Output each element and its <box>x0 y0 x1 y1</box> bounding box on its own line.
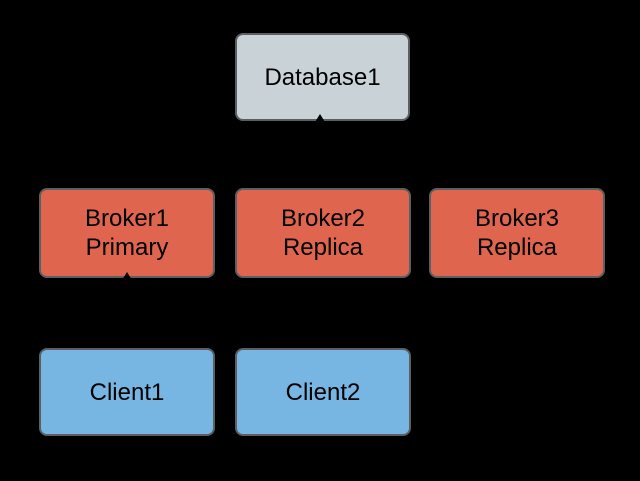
node-database1: Database1 <box>235 33 410 121</box>
node-broker3-label-line2: Replica <box>476 234 558 261</box>
node-broker1-label-line1: Broker1 <box>84 205 170 232</box>
connector-arrowhead-icon <box>315 114 325 122</box>
node-client1-label: Client1 <box>89 378 165 406</box>
node-broker3: Broker3 Replica <box>429 188 605 278</box>
node-client2: Client2 <box>235 348 411 436</box>
node-client2-label: Client2 <box>285 378 361 406</box>
node-broker2-label-line1: Broker2 <box>280 205 366 232</box>
node-database1-label: Database1 <box>264 63 381 91</box>
node-broker3-label-line1: Broker3 <box>474 205 560 232</box>
connector-arrowhead-icon <box>122 272 132 280</box>
node-broker2: Broker2 Replica <box>235 188 411 278</box>
node-broker1-label-line2: Primary <box>85 234 169 261</box>
node-broker1: Broker1 Primary <box>39 188 215 278</box>
node-client1: Client1 <box>39 348 215 436</box>
node-broker2-label-line2: Replica <box>282 234 364 261</box>
